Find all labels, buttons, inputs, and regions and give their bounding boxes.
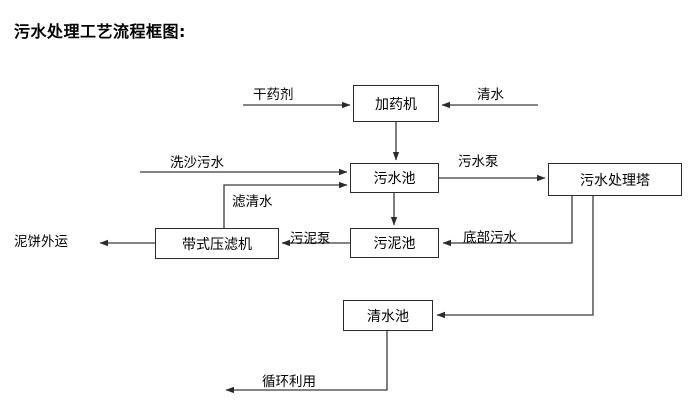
- terminal-label-sand-wash-wastewater: 洗沙污水: [170, 155, 224, 171]
- node-dosing-machine[interactable]: 加药机: [353, 85, 439, 122]
- node-label: 清水池: [367, 308, 409, 325]
- node-belt-filter-press[interactable]: 带式压滤机: [155, 228, 279, 259]
- terminal-label-clean-water: 清水: [477, 87, 504, 103]
- terminal-label-mud-cake-out: 泥饼外运: [14, 234, 68, 250]
- node-label: 加药机: [375, 96, 417, 113]
- terminal-label-dry-chemical: 干药剂: [253, 87, 294, 103]
- edge-label-wastewater-pump: 污水泵: [458, 154, 499, 170]
- node-sludge-pool[interactable]: 污泥池: [350, 228, 439, 258]
- node-label: 带式压滤机: [182, 236, 252, 253]
- edge-label-recycle-reuse: 循环利用: [262, 374, 316, 390]
- node-label: 污水池: [373, 171, 416, 187]
- edge-label-sludge-pump: 污泥泵: [290, 231, 331, 247]
- edge-tower-to-sludge-pool: [442, 196, 573, 247]
- page-title: 污水处理工艺流程框图:: [14, 22, 186, 41]
- edge-label-filtered-clear-water: 滤清水: [232, 194, 273, 210]
- edge-press-to-wastewater-pool: [223, 181, 348, 228]
- node-treatment-tower[interactable]: 污水处理塔: [548, 163, 682, 196]
- node-label: 污水处理塔: [580, 172, 650, 189]
- edge-clear-water-pool-to-recycle: [225, 331, 388, 394]
- node-label: 污泥池: [373, 236, 416, 252]
- node-clear-water-pool[interactable]: 清水池: [343, 300, 433, 331]
- edge-tower-to-clear-water-pool: [436, 196, 594, 319]
- edge-label-bottom-wastewater: 底部污水: [463, 230, 517, 246]
- node-wastewater-pool[interactable]: 污水池: [350, 163, 439, 193]
